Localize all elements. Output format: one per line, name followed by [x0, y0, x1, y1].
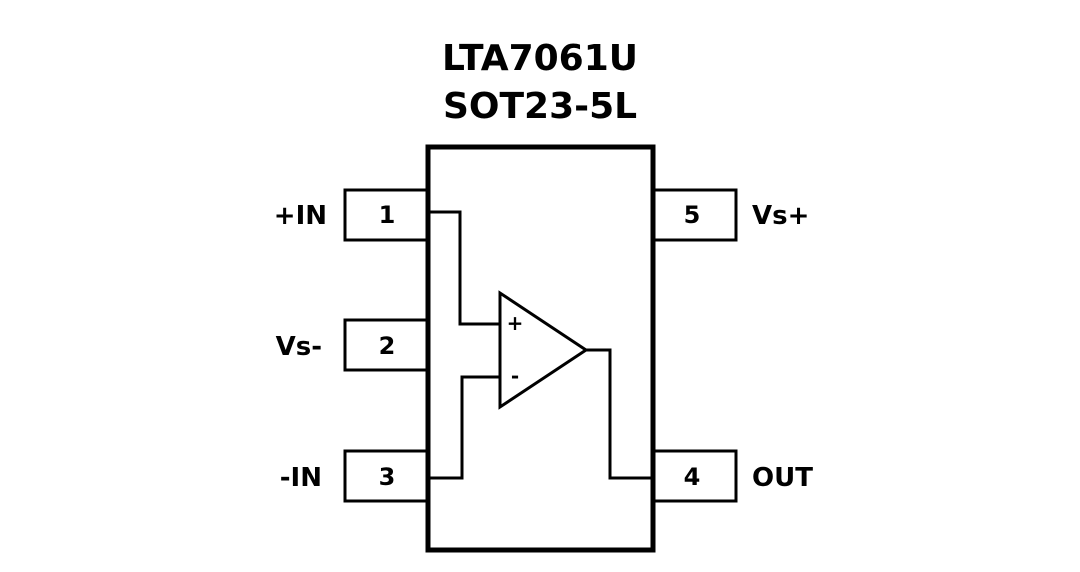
wire-plus-input: [428, 210, 500, 326]
pin-2-box: [343, 318, 430, 372]
pin-3-number: 3: [379, 463, 396, 491]
pin-4-number: 4: [684, 463, 701, 491]
package-title: SOT23-5L: [443, 86, 637, 127]
pin-3-label: -IN: [280, 463, 322, 493]
pin-2-number: 2: [379, 332, 396, 360]
pin-1-number: 1: [379, 201, 396, 229]
pin-1-box: [343, 188, 430, 242]
pin-5-label: Vs+: [752, 201, 809, 231]
wire-minus-input: [428, 375, 500, 480]
pin-1-label: +IN: [274, 201, 327, 231]
opamp-triangle: [498, 290, 589, 410]
pin-4-box: [651, 449, 738, 503]
pin-2-label: Vs-: [276, 332, 322, 362]
pin-5-number: 5: [684, 201, 701, 229]
part-number-title: LTA7061U: [442, 38, 638, 79]
wire-output: [586, 348, 653, 480]
opamp-plus-sign: +: [507, 311, 524, 335]
opamp-minus-sign: -: [511, 364, 519, 388]
ic-body: [425, 144, 656, 553]
pin-5-box: [651, 188, 738, 242]
pin-4-label: OUT: [752, 463, 813, 493]
pin-3-box: [343, 449, 430, 503]
